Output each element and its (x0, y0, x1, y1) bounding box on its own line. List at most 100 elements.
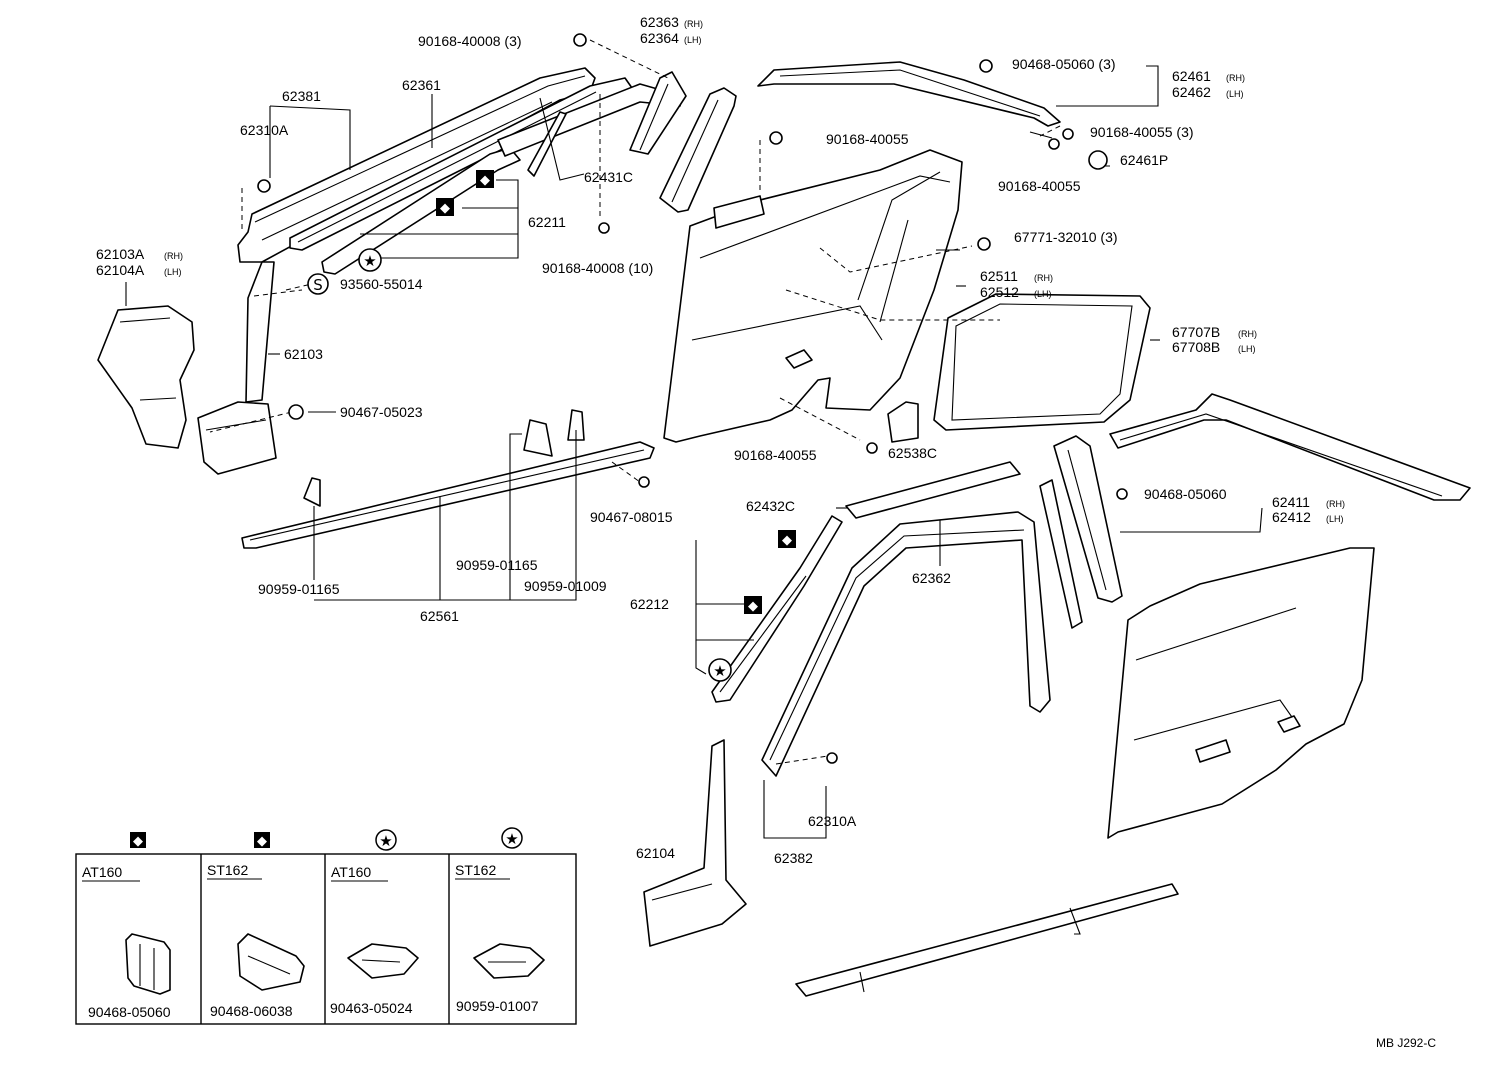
center-pillar-garnish (1053, 435, 1123, 603)
tag-rh: (RH) (1034, 273, 1053, 283)
table-part-3: 90463-05024 (330, 1000, 413, 1016)
tag-lh: (LH) (1034, 289, 1052, 299)
pillar-garnish-62363 (629, 71, 687, 155)
label-62103A: 62103A (96, 246, 145, 262)
label-62431C: 62431C (584, 169, 633, 185)
star-marker-icon (708, 658, 732, 682)
clip-drawing-1 (125, 933, 171, 995)
rocker-reinforcement (795, 883, 1179, 997)
roof-side-rail-62381 (237, 67, 596, 263)
diamond-glyph: ◆ (782, 533, 792, 548)
diamond-marker-icon (130, 832, 146, 848)
screw-icon (573, 33, 587, 47)
tag-rh: (RH) (684, 19, 703, 29)
s-glyph: S (313, 276, 323, 294)
scuff-plate-62561 (241, 409, 655, 549)
label-90959-01165-b: 90959-01165 (456, 557, 538, 573)
table-part-2: 90468-06038 (210, 1003, 293, 1019)
s-marker-icon (307, 273, 329, 295)
star-glyph: ★ (713, 662, 726, 680)
diamond-glyph: ◆ (480, 173, 490, 188)
label-62310A-top: 62310A (240, 122, 289, 138)
table-symbol-3: ★ (379, 832, 392, 850)
label-62361: 62361 (402, 77, 441, 93)
clip-icon (979, 59, 993, 73)
front-pillar-lower-62104 (643, 739, 747, 947)
plug-icon (1088, 150, 1108, 170)
label-90959-01009: 90959-01009 (524, 578, 607, 594)
label-62512: 62512 (980, 284, 1019, 300)
detail-table-frame (75, 853, 577, 1025)
diamond-glyph: ◆ (440, 201, 450, 216)
pillar-trim-62212 (711, 515, 843, 703)
label-90959-01165-a: 90959-01165 (258, 581, 340, 597)
label-62212: 62212 (630, 596, 669, 612)
fasteners (257, 33, 1128, 764)
label-90168-40055-a: 90168-40055 (826, 131, 909, 147)
label-93560-55014: 93560-55014 (340, 276, 423, 292)
table-symbol-1: ◆ (133, 834, 143, 849)
detail-table: ◆ ◆ ★ ★ AT160 ST162 AT160 ST162 (75, 827, 577, 1025)
clip-drawing-4 (473, 943, 545, 979)
label-62462: 62462 (1172, 84, 1211, 100)
label-62411: 62411 (1272, 494, 1310, 510)
door-opening-trim-62432C (845, 461, 1021, 519)
tag-lh: (LH) (1326, 514, 1344, 524)
grommet-icon (288, 404, 304, 420)
label-62211: 62211 (528, 214, 566, 230)
label-90467-08015: 90467-08015 (590, 509, 673, 525)
cowl-side-trim-62103A (97, 305, 195, 449)
screw-icon (866, 442, 878, 454)
tag-lh: (LH) (1238, 344, 1256, 354)
clip-icon (977, 237, 991, 251)
label-90168-40008-10: 90168-40008 (10) (542, 260, 653, 276)
diamond-marker-icon (436, 198, 454, 216)
label-90468-05060-b: 90468-05060 (1144, 486, 1227, 502)
diamond-glyph: ◆ (748, 599, 758, 614)
table-model-4: ST162 (455, 862, 496, 878)
clip-icon (826, 752, 838, 764)
reference-code: MB J292-C (1376, 1036, 1436, 1050)
tag-rh: (RH) (164, 251, 183, 261)
label-62104: 62104 (636, 845, 675, 861)
label-62561: 62561 (420, 608, 459, 624)
table-model-1: AT160 (82, 864, 122, 880)
symbol-markers: ◆ ◆ ★ S ◆ ◆ ★ (307, 170, 796, 682)
label-62412: 62412 (1272, 509, 1311, 525)
label-90168-40055-b: 90168-40055 (998, 178, 1081, 194)
clip-drawing-3 (347, 943, 419, 979)
label-90168-40055-3: 90168-40055 (3) (1090, 124, 1194, 140)
label-62381: 62381 (282, 88, 321, 104)
screw-icon (1048, 138, 1060, 150)
clip-drawing-2 (237, 933, 305, 991)
screw-icon (598, 222, 610, 234)
roof-side-inner-strip-62211 (321, 83, 683, 275)
quarter-trim-board-62511 (663, 149, 963, 443)
tag-rh: (RH) (1238, 329, 1257, 339)
table-part-1: 90468-05060 (88, 1004, 171, 1020)
label-62104A: 62104A (96, 262, 145, 278)
screw-icon (769, 131, 783, 145)
rear-pillar-strip (1039, 479, 1083, 629)
table-symbol-4: ★ (505, 830, 518, 848)
clip-icon (1116, 488, 1128, 500)
diamond-marker-icon (476, 170, 494, 188)
table-symbol-2: ◆ (257, 834, 267, 849)
diamond-marker-icon (254, 832, 270, 848)
table-part-4: 90959-01007 (456, 998, 539, 1014)
label-62103: 62103 (284, 346, 323, 362)
label-62363: 62363 (640, 14, 679, 30)
clip-icon (257, 179, 271, 193)
tag-rh: (RH) (1326, 499, 1345, 509)
tag-rh: (RH) (1226, 73, 1245, 83)
door-opening-trim-62362 (761, 511, 1051, 777)
label-62461P: 62461P (1120, 152, 1168, 168)
star-marker-icon (501, 827, 523, 849)
armrest-base-67707B (933, 293, 1151, 431)
part-labels: 90168-40008 (3) 62363 (RH) 62364 (LH) 62… (96, 14, 1345, 866)
diamond-marker-icon (744, 596, 762, 614)
label-62362: 62362 (912, 570, 951, 586)
pillar-strip-62431C (659, 87, 737, 213)
